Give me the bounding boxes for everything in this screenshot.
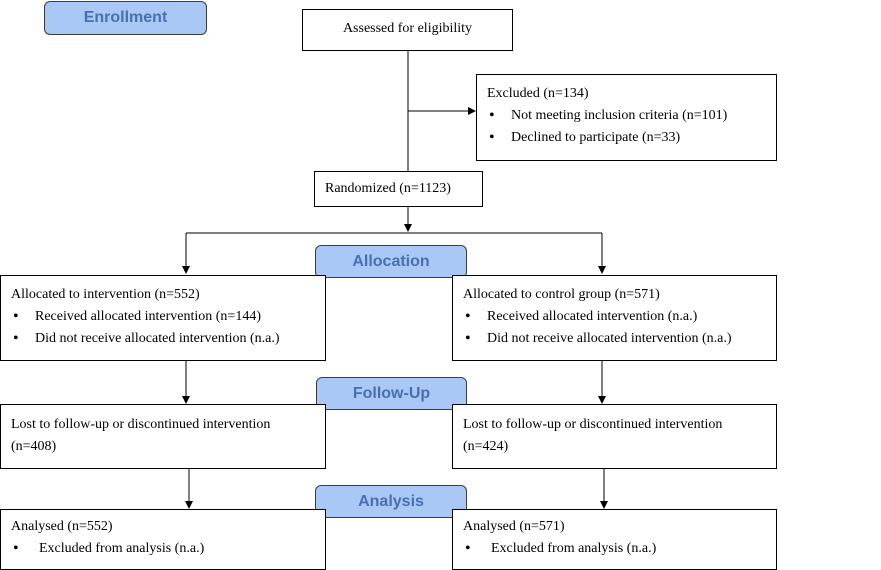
intervention-allocation-item: Received allocated intervention (n=144) <box>11 306 315 328</box>
intervention-allocation-list: Received allocated intervention (n=144) … <box>11 306 315 350</box>
intervention-allocation-box: Allocated to intervention (n=552) Receiv… <box>0 275 326 361</box>
randomized-text: Randomized (n=1123) <box>325 181 451 196</box>
intervention-analysis-box: Analysed (n=552) Excluded from analysis … <box>0 509 326 570</box>
control-analysis-title: Analysed (n=571) <box>463 519 565 534</box>
control-allocation-box: Allocated to control group (n=571) Recei… <box>452 275 777 361</box>
intervention-followup-box: Lost to follow-up or discontinued interv… <box>0 404 326 469</box>
control-allocation-item: Received allocated intervention (n.a.) <box>463 306 766 328</box>
control-analysis-box: Analysed (n=571) Excluded from analysis … <box>452 509 777 570</box>
control-allocation-item: Did not receive allocated intervention (… <box>463 328 766 350</box>
eligibility-box: Assessed for eligibility <box>302 9 513 51</box>
excluded-reason-item: Not meeting inclusion criteria (n=101) <box>487 105 766 127</box>
intervention-analysis-item: Excluded from analysis (n.a.) <box>11 538 315 560</box>
analysis-stage-label: Analysis <box>315 485 467 518</box>
intervention-allocation-title: Allocated to intervention (n=552) <box>11 287 200 302</box>
randomized-box: Randomized (n=1123) <box>314 171 483 207</box>
control-followup-line1: Lost to follow-up or discontinued interv… <box>463 417 723 432</box>
followup-stage-label: Follow-Up <box>316 377 467 410</box>
excluded-reasons-list: Not meeting inclusion criteria (n=101) D… <box>487 105 766 149</box>
intervention-followup-line1: Lost to follow-up or discontinued interv… <box>11 417 271 432</box>
intervention-analysis-title: Analysed (n=552) <box>11 519 113 534</box>
eligibility-text: Assessed for eligibility <box>342 21 473 36</box>
intervention-analysis-list: Excluded from analysis (n.a.) <box>11 538 315 560</box>
control-allocation-title: Allocated to control group (n=571) <box>463 287 660 302</box>
enrollment-stage-label: Enrollment <box>44 1 207 35</box>
control-analysis-list: Excluded from analysis (n.a.) <box>463 538 766 560</box>
control-analysis-item: Excluded from analysis (n.a.) <box>463 538 766 560</box>
excluded-title: Excluded (n=134) <box>487 86 589 101</box>
control-followup-box: Lost to follow-up or discontinued interv… <box>452 404 777 469</box>
control-followup-count: (n=424) <box>463 439 509 454</box>
allocation-stage-label: Allocation <box>315 245 467 278</box>
excluded-reason-item: Declined to participate (n=33) <box>487 127 766 149</box>
intervention-allocation-item: Did not receive allocated intervention (… <box>11 328 315 350</box>
excluded-box: Excluded (n=134) Not meeting inclusion c… <box>476 74 777 161</box>
control-allocation-list: Received allocated intervention (n.a.) D… <box>463 306 766 350</box>
intervention-followup-count: (n=408) <box>11 439 57 454</box>
